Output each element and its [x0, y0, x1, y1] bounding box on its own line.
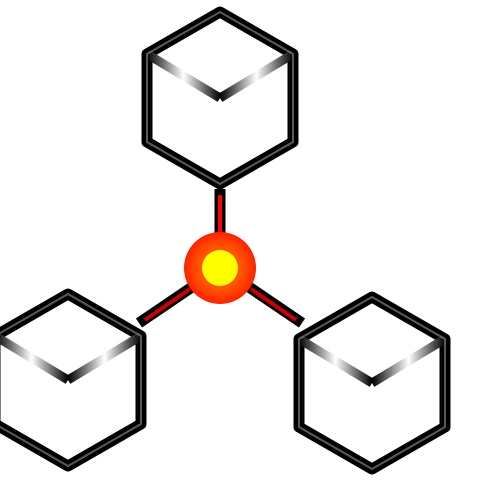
- left-cube-icon: [0, 294, 141, 466]
- right-cube-icon: [299, 297, 445, 469]
- central-node-icon: [184, 232, 256, 304]
- connector-lines: [135, 189, 306, 328]
- top-cube-icon: [147, 12, 293, 184]
